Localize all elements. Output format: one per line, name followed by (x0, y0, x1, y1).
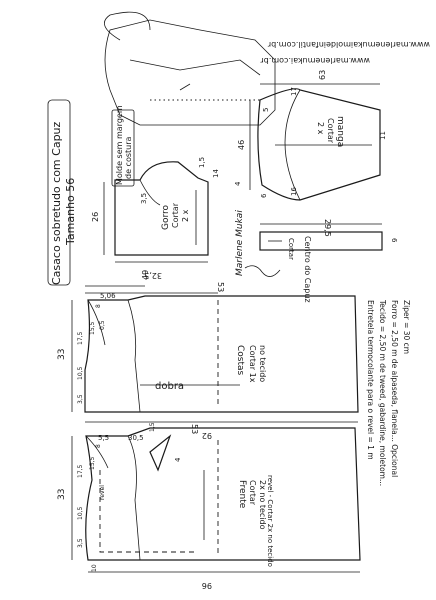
frente-dim-8: 8 (95, 444, 102, 448)
capuz-dim-6: 6 (390, 238, 398, 243)
frente-dim-33: 33 (57, 489, 67, 500)
molde-note: Molde sem margem de costura (115, 105, 133, 185)
costas-cut-2: no tecido (258, 345, 267, 382)
coat-sketch-hood (103, 11, 151, 41)
capuz-cut: Cortar (287, 238, 295, 260)
signature: Marlene Mukai (235, 210, 245, 276)
materials-block: Entretela termocolante para o revel = 1 … (366, 299, 411, 486)
website-block: www.marlenemukai.com.br www.marlenemukai… (260, 40, 430, 65)
molde-note-line2: de costura (124, 137, 133, 180)
manga-cut-2: 2 x (316, 122, 325, 135)
costas-cut-1: Cortar 1x (248, 345, 257, 383)
frente-armhole (127, 435, 141, 561)
frente-cut-2: 2x no tecido (258, 480, 267, 530)
gorro-dim-26: 26 (91, 212, 100, 222)
costas-dim-17-5: 17,5 (77, 331, 84, 345)
frente-dim-10-5: 10,5 (77, 506, 84, 520)
manga-outline (257, 88, 381, 201)
gorro-name: Gorro (161, 204, 171, 230)
frente-revel-line (99, 470, 196, 553)
costas-dim-10-5: 10,5 (77, 366, 84, 380)
frente-dart (149, 434, 172, 472)
costas-dim-92: 92 (202, 431, 212, 440)
costas-piece: dobra Costas Cortar 1x no tecido 92 49 5… (57, 270, 359, 440)
molde-note-line1: Molde sem margem (115, 105, 124, 185)
capuz-dim-29-5: 29,5 (323, 219, 332, 237)
gorro-dim-3-5: 3,5 (140, 193, 148, 204)
manga-dim-63: 63 (318, 70, 327, 80)
pattern-title: Casaco sobretudo com Capuz (50, 121, 63, 285)
gorro-dim-32-5: 32,5 (144, 271, 162, 280)
frente-dim-17-5: 17,5 (77, 464, 84, 478)
costas-dim-0-5: 0,5 (99, 320, 106, 330)
frente-piece: Frente Cortar 2x no tecido revel - Corta… (57, 422, 361, 590)
frente-neck-curve (85, 435, 109, 469)
coat-sketch (103, 11, 276, 126)
capuz-strip-outline (259, 231, 383, 251)
gorro-outline (114, 161, 209, 256)
costas-neck-curve (87, 299, 106, 346)
molde-note-box (111, 109, 135, 187)
frente-lining-note: revel - Cortar 2x no tecido (266, 475, 274, 567)
gorro-cut-2: 2 x (181, 209, 190, 222)
frente-revel-mark: revel (99, 485, 106, 500)
gorro-piece: Gorro Cortar 2 x 26 32,5 3,5 14 1,5 (91, 157, 220, 280)
coat-sketch-pocket (179, 83, 191, 91)
manga-cut-1: Cortar (326, 118, 335, 144)
coat-sketch-body (104, 19, 276, 126)
frente-dim-1-5: 1,5 (149, 422, 156, 432)
costas-dim-53: 53 (216, 282, 225, 292)
manga-dim-6: 6 (260, 193, 268, 198)
size-box (47, 99, 71, 286)
manga-dim-5: 5 (262, 108, 270, 112)
frente-dim-5-5: 5,5 (98, 434, 109, 442)
gorro-neck-curve (139, 179, 161, 206)
manga-piece: 63 46 manga Cortar 2 x 17 16 6 4 5 11 (234, 70, 387, 201)
frente-dim-3-5: 3,5 (77, 538, 84, 548)
costas-dim-49: 49 (141, 270, 150, 280)
frente-cut-1: Cortar (248, 480, 257, 506)
frente-dim-96: 96 (202, 581, 212, 590)
costas-dim-33: 33 (57, 349, 67, 360)
frente-outline (85, 427, 361, 561)
frente-name: Frente (237, 480, 247, 509)
frente-dim-10: 10 (91, 564, 98, 572)
manga-dim-4: 4 (234, 181, 242, 186)
website-1: www.marlenemukai.com.br (260, 56, 370, 65)
materials-line-1: Entretela termocolante para o revel = 1 … (366, 300, 375, 460)
costas-dim-3-5: 3,5 (77, 394, 84, 404)
website-2: www.marlenemukaimoldeinfantil.com.br (267, 40, 430, 49)
pattern-size: Tamanho 56 (64, 178, 77, 246)
capuz-strip: Cortar Centro do Capuz 29,5 6 (259, 219, 398, 303)
coat-sketch-sleeve (129, 59, 261, 76)
manga-dim-11: 11 (379, 131, 387, 140)
costas-fold: dobra (155, 381, 184, 392)
materials-line-4: Ziper = 30 cm (402, 300, 411, 354)
costas-dim-8: 8 (95, 304, 102, 308)
title-block: Casaco sobretudo com Capuz Tamanho 56 (50, 121, 77, 285)
costas-armhole (127, 299, 141, 413)
manga-name: manga (335, 116, 345, 147)
gorro-dim-14: 14 (212, 169, 220, 178)
signature-flourish (244, 265, 281, 277)
costas-name: Costas (235, 345, 245, 376)
frente-dim-53: 53 (190, 424, 199, 434)
materials-line-2: Tecido = 2,50 m de tweed, gabardine, mol… (378, 299, 387, 486)
manga-dim-17: 17 (290, 87, 298, 96)
frente-dim-15-5: 15,5 (89, 456, 96, 470)
manga-cap-curve (284, 89, 301, 201)
manga-dim-16: 16 (290, 187, 298, 196)
gorro-cut-1: Cortar (171, 202, 180, 228)
costas-outline (84, 295, 359, 413)
costas-dim-5-06: 5,06 (100, 292, 116, 300)
frente-dim-4: 4 (174, 457, 182, 462)
costas-dim-15-5: 15,5 (89, 321, 96, 335)
capuz-label: Centro do Capuz (303, 236, 312, 303)
materials-line-3: Forro = 2,50 m de alpaseda, flanela... O… (390, 300, 399, 477)
gorro-dim-1-5: 1,5 (198, 157, 206, 168)
manga-dim-46: 46 (237, 140, 246, 150)
frente-dim-30-5: 30,5 (128, 434, 144, 442)
